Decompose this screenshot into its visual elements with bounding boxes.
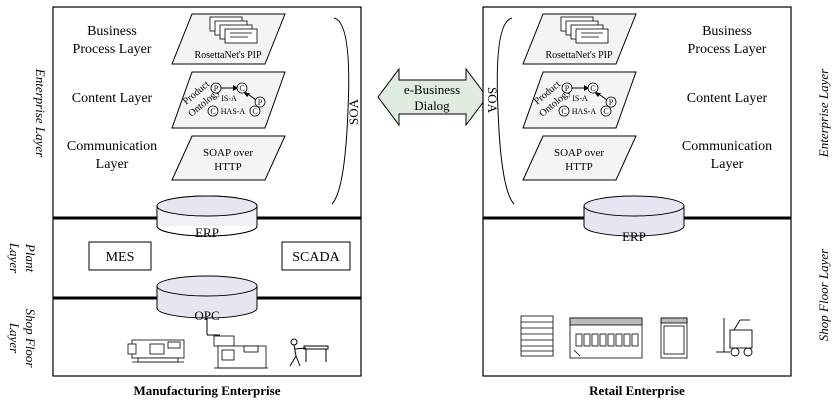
right-rosettanet-pip-plate: RosettaNet's PIP bbox=[522, 13, 637, 65]
scada-box bbox=[281, 241, 351, 271]
manufacturing-enterprise: Enterprise Layer Plant Layer Shop Floor … bbox=[7, 6, 362, 398]
forklift-icon bbox=[716, 318, 753, 357]
right-soap-text: SOAP over bbox=[554, 147, 604, 159]
right-soap-http-plate: SOAP over HTTP bbox=[522, 135, 637, 181]
svg-text:C: C bbox=[210, 107, 215, 116]
retail-enterprise: Enterprise Layer Shop Floor Layer SOA Ro… bbox=[482, 6, 831, 398]
scada-label: SCADA bbox=[292, 250, 340, 265]
product-ontology-plate: Product Ontology P C P IS-A C HAS-A C bbox=[171, 71, 286, 129]
right-http-text: HTTP bbox=[565, 161, 593, 173]
right-is-a-text: IS-A bbox=[572, 94, 588, 103]
rosettanet-pip-plate: RosettaNet's PIP bbox=[171, 13, 286, 65]
soa-label: SOA bbox=[346, 98, 361, 125]
soap-text: SOAP over bbox=[203, 147, 253, 159]
is-a-text: IS-A bbox=[221, 94, 237, 103]
warehouse-dock-icon bbox=[569, 317, 643, 359]
right-soa-label: SOA bbox=[485, 87, 500, 114]
right-has-a-text: HAS-A bbox=[572, 107, 597, 116]
side-label-shop-floor: Shop Floor bbox=[23, 309, 38, 369]
worker-at-bench-icon bbox=[289, 338, 329, 367]
svg-text:P: P bbox=[258, 98, 263, 107]
svg-text:C: C bbox=[239, 84, 244, 93]
ebusiness-dialog-arrow: e-Business Dialog bbox=[377, 67, 488, 127]
right-content-layer-label: Content Layer bbox=[687, 91, 768, 106]
rosettanet-pip-text: RosettaNet's PIP bbox=[194, 50, 262, 61]
svg-text:C: C bbox=[252, 107, 257, 116]
document-stack-icon bbox=[209, 16, 258, 44]
content-layer-label: Content Layer bbox=[72, 91, 153, 106]
retail-frame bbox=[482, 6, 792, 377]
ontology-graph: P C P IS-A C HAS-A C bbox=[207, 82, 266, 117]
ebusiness-dialog-line1: e-Business bbox=[404, 82, 460, 97]
manufacturing-caption: Manufacturing Enterprise bbox=[134, 383, 281, 398]
opc-label: OPC bbox=[194, 308, 219, 323]
svg-text:C: C bbox=[561, 107, 566, 116]
mes-label: MES bbox=[106, 250, 135, 265]
right-product-ontology-plate: Product Ontology P C P IS-A C HAS-A C bbox=[522, 71, 637, 129]
business-process-label-2: Process Layer bbox=[73, 42, 152, 57]
soa-brace bbox=[331, 17, 350, 205]
side-label-plant-layer: Layer bbox=[7, 242, 22, 274]
right-erp-label: ERP bbox=[622, 229, 646, 244]
has-a-text: HAS-A bbox=[221, 107, 246, 116]
svg-text:P: P bbox=[609, 98, 614, 107]
retail-caption: Retail Enterprise bbox=[589, 383, 685, 398]
communication-layer-label-2: Layer bbox=[96, 157, 129, 172]
right-soa-brace bbox=[496, 17, 515, 205]
erp-database-icon bbox=[156, 195, 258, 237]
svg-text:C: C bbox=[590, 84, 595, 93]
right-side-label-enterprise-layer: Enterprise Layer bbox=[816, 68, 831, 158]
ebusiness-dialog-line2: Dialog bbox=[414, 98, 450, 113]
right-erp-database-icon bbox=[583, 195, 685, 237]
right-document-stack-icon bbox=[560, 16, 609, 44]
business-process-label: Business bbox=[87, 24, 137, 39]
http-text: HTTP bbox=[214, 161, 242, 173]
right-business-process-label-2: Process Layer bbox=[688, 42, 767, 57]
side-label-plant: Plant bbox=[23, 243, 38, 273]
right-communication-layer-label: Communication bbox=[682, 139, 772, 154]
press-machine-icon bbox=[213, 335, 268, 369]
erp-label: ERP bbox=[195, 225, 219, 240]
right-communication-layer-label-2: Layer bbox=[711, 157, 744, 172]
right-rosettanet-pip-text: RosettaNet's PIP bbox=[545, 50, 613, 61]
container-box-icon bbox=[660, 317, 688, 359]
shelving-rack-icon bbox=[520, 315, 554, 357]
svg-text:P: P bbox=[214, 84, 219, 93]
svg-text:C: C bbox=[603, 107, 608, 116]
right-ontology-graph: P C P IS-A C HAS-A C bbox=[558, 82, 617, 117]
side-label-shop-floor-layer: Layer bbox=[7, 322, 22, 354]
cnc-machine-icon bbox=[127, 339, 185, 363]
svg-text:P: P bbox=[565, 84, 570, 93]
communication-layer-label: Communication bbox=[67, 139, 157, 154]
mes-box bbox=[88, 241, 152, 271]
right-business-process-label: Business bbox=[702, 24, 752, 39]
opc-database-icon bbox=[156, 275, 258, 319]
soap-http-plate: SOAP over HTTP bbox=[171, 135, 286, 181]
right-side-label-shop-floor-layer: Shop Floor Layer bbox=[816, 248, 831, 341]
side-label-enterprise-layer: Enterprise Layer bbox=[33, 68, 48, 158]
